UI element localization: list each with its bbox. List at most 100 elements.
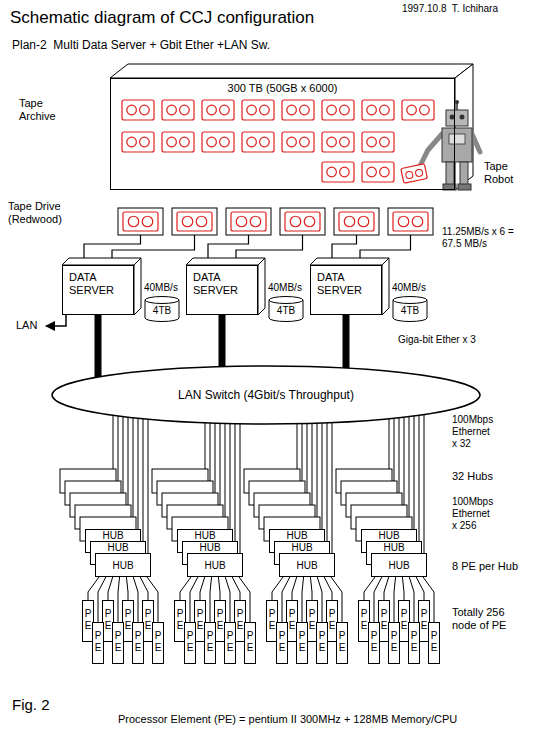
- node-label: PE: [420, 601, 428, 632]
- cassette-shell: [122, 100, 154, 120]
- cassette-reel: [405, 171, 413, 179]
- node-label: DATA SERVER: [63, 266, 133, 297]
- hub-stack-back: [60, 415, 412, 541]
- cassette-reel: [140, 105, 150, 115]
- ethernet-line: [297, 424, 298, 469]
- ethernet-line: [225, 423, 226, 517]
- cassette-reel: [327, 105, 337, 115]
- tape-cassette: [242, 132, 274, 152]
- count-note: 8 PE per Hub: [452, 560, 530, 573]
- ethernet-line: [240, 424, 241, 553]
- cassette-reel: [380, 137, 390, 147]
- robot-eye: [450, 115, 455, 120]
- robot-panel: [449, 134, 465, 144]
- processor-element: PE: [408, 622, 420, 664]
- server-side-face: [134, 258, 141, 315]
- node-label: PE: [370, 623, 378, 654]
- node-label: PE: [94, 623, 102, 654]
- processor-element: PE: [388, 622, 400, 664]
- ethernet-line: [123, 417, 124, 493]
- drive-wire: [208, 235, 249, 258]
- held-cassette: [401, 164, 428, 184]
- robot-arm: [472, 134, 480, 152]
- ethernet-line: [113, 415, 114, 469]
- archive-tapes: [122, 100, 434, 182]
- cassette-reel: [180, 137, 190, 147]
- archive-heading: Tape Archive: [19, 97, 69, 123]
- node-label: PE: [104, 601, 112, 632]
- node-label: HUB: [96, 554, 150, 571]
- plan-subtitle: Plan-2 Multi Data Server + Gbit Ether +L…: [12, 38, 392, 52]
- ethernet-line: [416, 577, 424, 600]
- tape-drive: [388, 208, 433, 235]
- cassette-reel: [167, 105, 177, 115]
- tape-cassette: [322, 132, 354, 152]
- processor-element: PE: [184, 622, 196, 664]
- lan-switch: LAN Switch (4Gbit/s Throughput): [51, 365, 481, 425]
- node-label: PE: [246, 623, 254, 654]
- tape-cassette: [162, 100, 194, 120]
- drive-wires: [84, 235, 411, 258]
- date-author: 1997.10.8 T. Ichihara: [402, 3, 530, 15]
- cassette-reel: [247, 105, 257, 115]
- tape-cassette: [123, 212, 158, 231]
- processor-element: PE: [368, 622, 380, 664]
- tape-drive: [280, 208, 325, 235]
- cassette-reel: [247, 137, 257, 147]
- node-label: PE: [84, 601, 92, 632]
- node-label: PE: [154, 623, 162, 654]
- ethernet-line: [143, 419, 144, 541]
- tape-cassette: [282, 132, 314, 152]
- cassette-shell: [362, 100, 394, 120]
- cassette-shell: [162, 100, 194, 120]
- cassette-shell: [177, 212, 212, 231]
- cassette-reel: [340, 105, 350, 115]
- robot-leg: [446, 162, 454, 185]
- node-label: PE: [380, 601, 388, 632]
- node-label: PE: [298, 623, 306, 654]
- figure-number: Fig. 2: [12, 696, 102, 713]
- cassette-reel: [304, 216, 315, 227]
- processor-element: PE: [428, 622, 440, 664]
- disk-array: 4TB: [268, 296, 304, 322]
- rate-note: 11.25MB/s x 6 = 67.5 MB/s: [442, 226, 530, 250]
- ethernet-line: [399, 418, 400, 493]
- node-label: PE: [308, 601, 316, 632]
- node-label: HUB: [183, 542, 237, 553]
- node-label: PE: [278, 623, 286, 654]
- cassette-reel: [367, 105, 377, 115]
- node-label: HUB: [362, 530, 416, 541]
- ethernet-line: [310, 577, 312, 600]
- node-label: 4TB: [392, 296, 428, 317]
- disk-array: 4TB: [392, 296, 428, 322]
- tape-cassette: [162, 132, 194, 152]
- cassette-reel: [180, 105, 190, 115]
- cassette-reel: [367, 167, 377, 177]
- ethernet-line: [126, 577, 128, 600]
- cassette-shell: [322, 162, 354, 182]
- server-faces: [62, 258, 389, 315]
- ethernet-line: [215, 423, 216, 493]
- node-label: LAN Switch (4Gbit/s Throughput): [178, 388, 354, 402]
- ethernet-line: [307, 423, 308, 493]
- processor-element: PE: [276, 622, 288, 664]
- cassette-shell: [202, 132, 234, 152]
- server-side-face: [258, 258, 265, 315]
- cassette-reel: [220, 137, 230, 147]
- ethernet-line: [200, 577, 205, 600]
- hub-box: HUB: [187, 553, 243, 577]
- ethernet-line: [138, 418, 139, 529]
- cassette-reel: [344, 216, 355, 227]
- drive-wire: [332, 235, 357, 258]
- cassette-reel: [260, 105, 270, 115]
- node-label: PE: [400, 601, 408, 632]
- ethernet-line: [230, 424, 231, 529]
- tape-archive: Tape Archive300 TB (50GB x 6000): [110, 78, 455, 190]
- cassette-reel: [300, 137, 310, 147]
- processor-element: PE: [152, 622, 164, 664]
- cassette-shell: [282, 132, 314, 152]
- tape-cassette: [282, 100, 314, 120]
- link-note: Giga-bit Ether x 3: [398, 334, 518, 346]
- cassette-reel: [236, 216, 247, 227]
- node-label: PE: [430, 623, 438, 654]
